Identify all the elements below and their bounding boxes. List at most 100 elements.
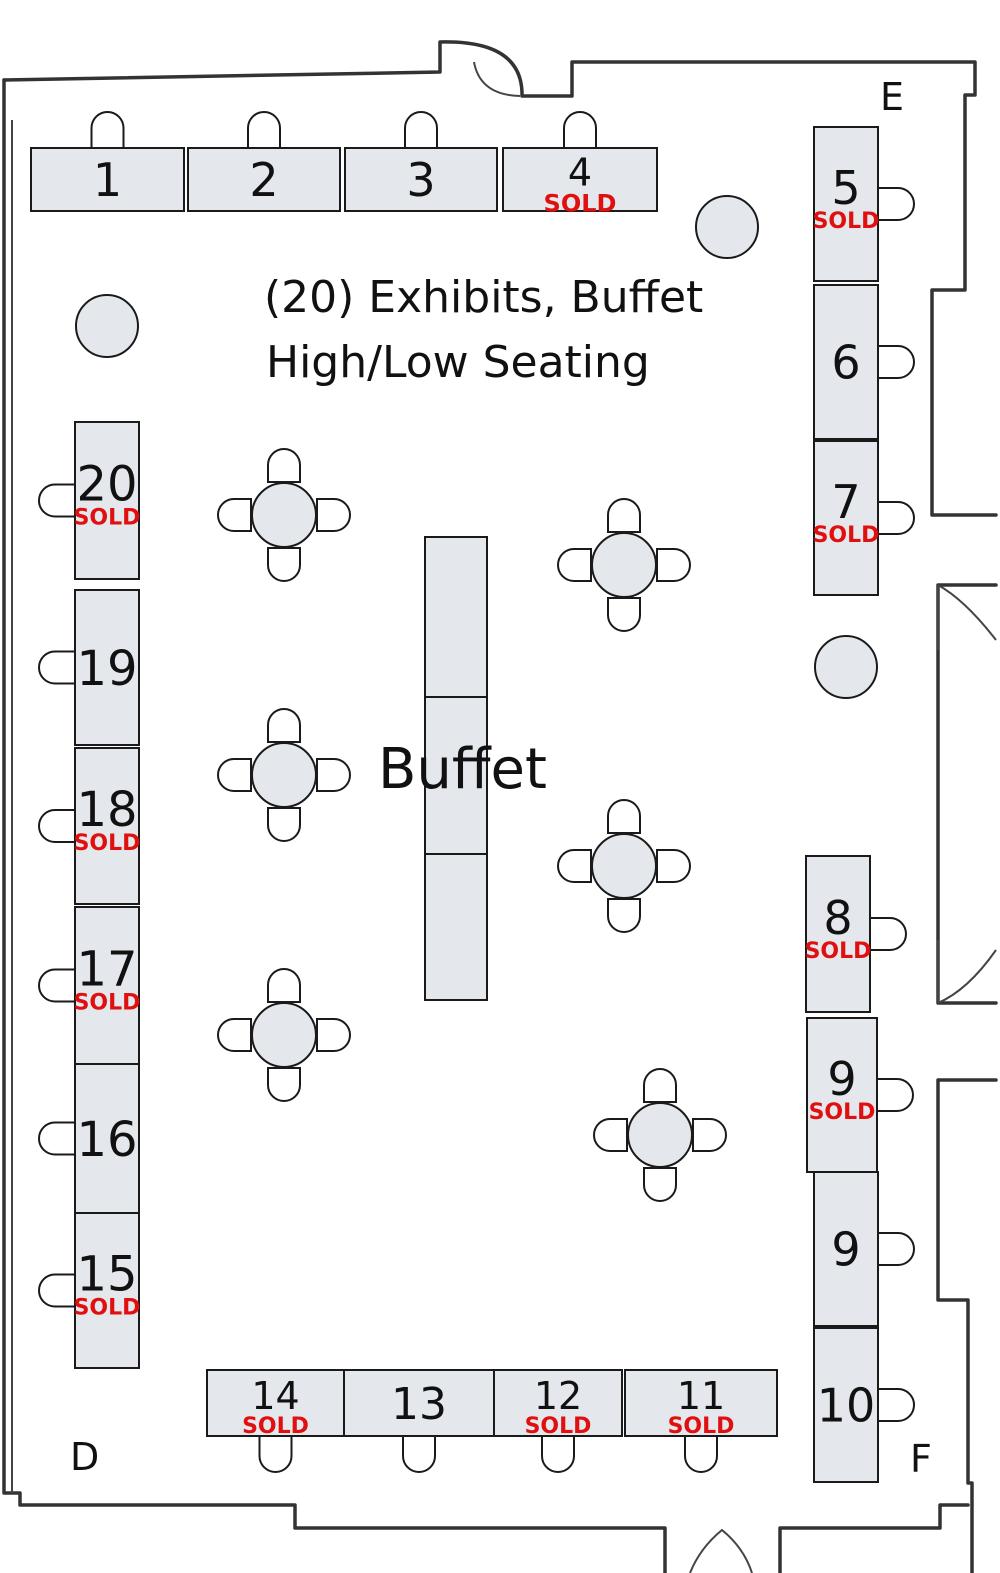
booth-number: 18 [76, 782, 137, 838]
booth-number: 4 [568, 151, 592, 195]
chair [593, 1118, 628, 1152]
cocktail-table [627, 1102, 693, 1168]
booth-chair [870, 917, 907, 951]
booth-table [74, 747, 140, 905]
booth-chair [563, 111, 597, 148]
booth-3[interactable]: 3 [344, 111, 498, 212]
booth-table [343, 1369, 495, 1437]
booth-table [813, 1171, 879, 1327]
cocktail-table [251, 482, 317, 548]
sold-badge: SOLD [74, 831, 141, 856]
booth-number: 11 [677, 1374, 725, 1418]
booth-chair [38, 968, 75, 1003]
booth-table [805, 855, 871, 1013]
cocktail-table [591, 833, 657, 899]
sold-badge: SOLD [805, 939, 872, 964]
chair [217, 758, 252, 792]
booth-chair [877, 1078, 914, 1112]
booth-number: 9 [831, 1223, 860, 1277]
corner-label-d: D [70, 1435, 99, 1479]
corner-label-f: F [910, 1437, 932, 1481]
booth-chair [878, 501, 915, 535]
chair [607, 498, 641, 533]
chair [692, 1118, 727, 1152]
booth-table [30, 147, 185, 212]
booth-19[interactable]: 19 [38, 589, 140, 746]
booth-number: 10 [817, 1379, 876, 1433]
booth-6[interactable]: 6 [813, 284, 915, 440]
booth-number: 6 [831, 336, 860, 390]
booth-9[interactable]: 9 [813, 1171, 915, 1327]
chair [316, 1018, 351, 1052]
seating-cluster [593, 1068, 727, 1202]
booth-table [74, 1063, 140, 1214]
booth-number: 17 [76, 942, 137, 998]
chair [267, 968, 301, 1003]
plan-title-line2: High/Low Seating [266, 337, 650, 388]
chair [557, 849, 592, 883]
booth-number: 20 [76, 457, 137, 513]
booth-number: 7 [831, 475, 860, 529]
booth-chair [38, 650, 75, 685]
cocktail-table [251, 742, 317, 808]
booth-chair [258, 1436, 293, 1473]
booth-number: 14 [251, 1374, 299, 1418]
booth-table [74, 906, 140, 1065]
booth-chair [404, 111, 438, 148]
sold-badge: SOLD [525, 1414, 592, 1439]
chair [267, 807, 301, 842]
booth-chair [247, 111, 281, 148]
plan-title-line1: (20) Exhibits, Buffet [264, 272, 703, 323]
booth-table [806, 1017, 878, 1173]
booth-table [187, 147, 341, 212]
booth-16[interactable]: 16 [38, 1063, 140, 1214]
chair [656, 849, 691, 883]
room-walls [2, 40, 998, 1573]
sold-badge: SOLD [813, 523, 880, 548]
sold-badge: SOLD [813, 209, 880, 234]
cocktail-table [591, 532, 657, 598]
buffet-label: Buffet [378, 737, 547, 802]
booth-2[interactable]: 2 [187, 111, 341, 212]
booth-13[interactable]: 13 [343, 1369, 495, 1473]
booth-table [813, 284, 879, 440]
booth-table [813, 126, 879, 282]
booth-chair [878, 1232, 915, 1266]
booth-chair [878, 187, 915, 221]
chair [656, 548, 691, 582]
booth-chair [541, 1436, 575, 1473]
booth-number: 1 [93, 153, 122, 207]
booth-number: 12 [534, 1374, 582, 1418]
booth-chair [38, 809, 75, 843]
booth-chair [90, 111, 125, 148]
corner-label-e: E [880, 75, 904, 119]
booth-number: 5 [831, 161, 860, 215]
chair [217, 498, 252, 532]
seating-area [217, 448, 727, 1202]
booth-chair [38, 483, 75, 518]
booth-1[interactable]: 1 [30, 111, 185, 212]
high-top-table [75, 294, 139, 358]
booth-number: 8 [823, 891, 852, 945]
seating-cluster [217, 708, 351, 842]
booth-number: 15 [76, 1247, 137, 1303]
booth-10[interactable]: 10 [813, 1327, 915, 1483]
booth-number: 16 [76, 1112, 137, 1168]
chair [316, 498, 351, 532]
seating-cluster [557, 799, 691, 933]
chair [217, 1018, 252, 1052]
